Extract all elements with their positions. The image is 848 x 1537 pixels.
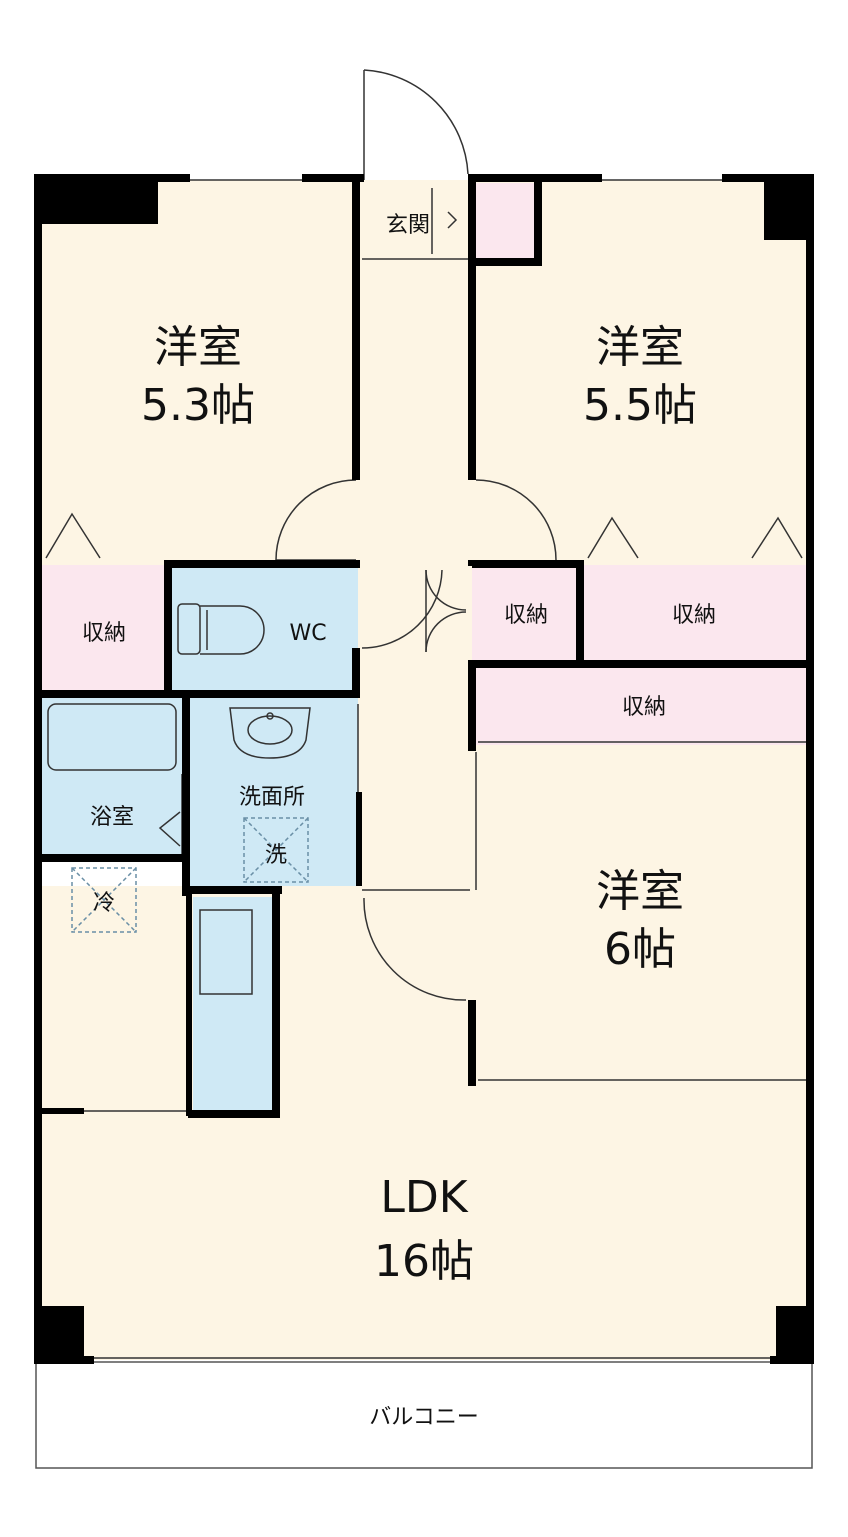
wall-hall-left-wc: [352, 648, 360, 698]
wall-hall-left-top: [352, 180, 360, 480]
floor-kitchen-counter: [193, 897, 273, 1111]
walls: [34, 174, 814, 1364]
toilet-bowl: [200, 605, 265, 655]
closet-mark-ne-2: [751, 516, 803, 559]
wall-storage-w-right: [164, 560, 172, 698]
bath-label: 浴室: [90, 805, 134, 830]
door-nw-arc: [275, 479, 357, 561]
room-nw-size: 5.3帖: [141, 380, 255, 431]
room-nw-name: 洋室: [154, 322, 242, 373]
wall-kitchen-bottom-left: [34, 1108, 84, 1114]
entrance-label: 玄関: [386, 213, 430, 238]
kitchen-sink: [199, 909, 253, 995]
basin-tap: [266, 712, 274, 720]
bath-door-mark: [158, 811, 181, 847]
wall-ne-bottom: [472, 560, 584, 568]
room-e-name: 洋室: [596, 866, 684, 917]
bathtub: [47, 703, 177, 771]
wall-wc-bottom: [34, 690, 360, 698]
door-wc-arc: [361, 569, 443, 649]
shoe-box-marker: [431, 188, 458, 254]
closet-mark-nw: [45, 512, 101, 559]
column-nw: [34, 174, 158, 224]
washer-cross-2: [243, 817, 309, 883]
entry-door-arc: [363, 69, 469, 175]
wall-outer-top-entr: [468, 174, 602, 182]
basin-drain: [247, 715, 293, 745]
fridge-space: [71, 867, 137, 933]
wall-storage-row-bottom: [468, 660, 814, 668]
door-ne-arc: [475, 479, 557, 561]
labels: 洋室 5.3帖 洋室 5.5帖 洋室 6帖 LDK 16帖 玄関 WC 収納 収…: [82, 213, 716, 1430]
wc-label: WC: [289, 621, 326, 646]
room-ne-size: 5.5帖: [583, 380, 697, 431]
balcony-label: バルコニー: [369, 1405, 479, 1430]
floor-entrance-box: [476, 183, 536, 259]
room-ldk-size: 16帖: [374, 1236, 474, 1287]
floor-balcony: [35, 1361, 813, 1469]
floor-storage-long: [472, 665, 808, 745]
storage-w-label: 収納: [82, 621, 126, 646]
floor-storage-e: [580, 565, 808, 661]
floor-ldk: [40, 886, 808, 1360]
column-sw: [34, 1306, 84, 1364]
wall-hall-right-bottom: [468, 1000, 476, 1086]
room-ne-name: 洋室: [596, 322, 684, 373]
storage-e-label: 収納: [672, 603, 716, 628]
column-ne: [764, 174, 814, 240]
wall-bath-bottom: [34, 854, 188, 862]
floor-hall: [358, 180, 472, 886]
closet-mark-ne-1: [587, 516, 639, 559]
floor-room-nw: [40, 180, 358, 565]
wall-kitchen-bottom: [188, 1110, 280, 1118]
basin: [229, 707, 311, 759]
door-ldk-arc: [363, 897, 467, 1001]
wall-storage-c-right: [576, 560, 584, 664]
washer-space: [243, 817, 309, 883]
wall-counter-right: [272, 886, 280, 1118]
toilet-tank: [177, 603, 201, 655]
storage-c-label: 収納: [504, 603, 548, 628]
wall-nw-bottom: [166, 560, 360, 568]
wall-counter-left: [186, 890, 192, 1116]
washer-label: 洗: [265, 843, 287, 868]
fridge-label: 冷: [93, 891, 115, 916]
wall-outer-top-mid: [302, 174, 364, 182]
storage-long-label: 収納: [622, 695, 666, 720]
appliance-spaces: [71, 817, 309, 933]
wall-washroom-right: [356, 792, 362, 886]
floor-storage-w: [40, 565, 166, 691]
room-ldk-name: LDK: [380, 1172, 468, 1223]
wall-washroom-bottom: [182, 886, 282, 894]
room-e-size: 6帖: [604, 924, 676, 975]
wall-entrance-box-b: [472, 258, 542, 266]
wall-entrance-box-r: [534, 180, 542, 266]
wall-hall-right-low: [468, 665, 476, 751]
washroom-label: 洗面所: [239, 785, 305, 810]
wall-outer-right: [806, 174, 814, 1364]
floor-storage-c: [472, 565, 580, 661]
wall-bath-right: [182, 698, 190, 896]
column-se: [776, 1306, 814, 1364]
wall-outer-left: [34, 174, 42, 1364]
fridge-cross-2: [71, 867, 137, 933]
wall-hall-right-top: [468, 174, 476, 480]
